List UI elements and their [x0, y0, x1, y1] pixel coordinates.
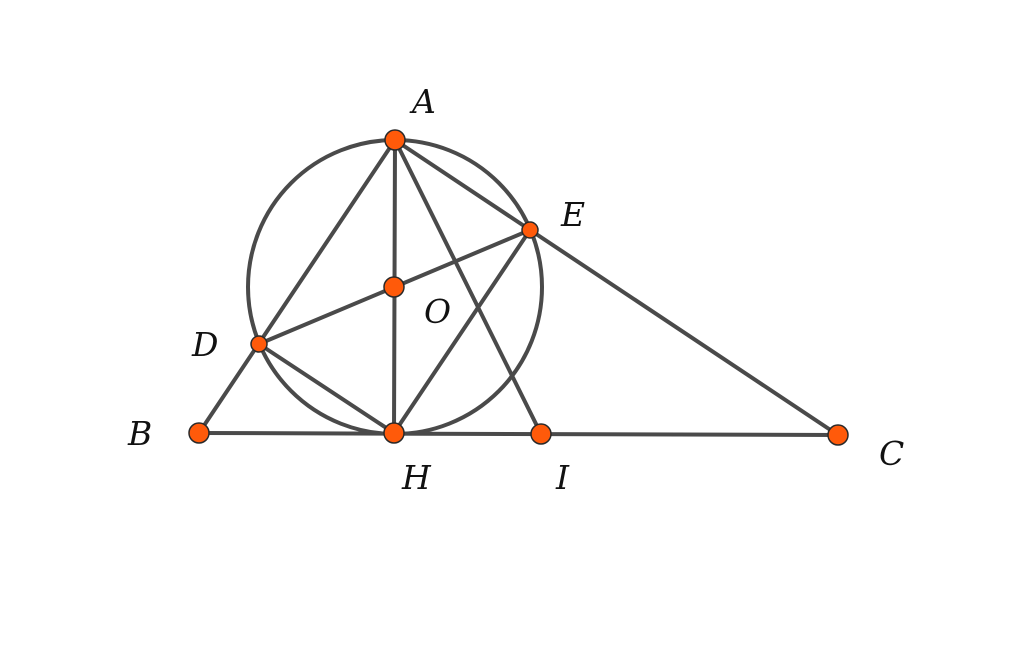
- point-o: [383, 276, 405, 298]
- segment-ac: [393, 138, 840, 437]
- point-e: [521, 221, 539, 239]
- label-d: D: [191, 325, 218, 364]
- segment-dh: [257, 342, 396, 435]
- label-i: I: [555, 458, 570, 497]
- point-b: [188, 422, 210, 444]
- point-i: [530, 423, 552, 445]
- label-a: A: [409, 82, 436, 121]
- point-c: [827, 424, 849, 446]
- segment-eh: [392, 228, 532, 435]
- label-h: H: [401, 458, 432, 497]
- label-c: C: [879, 434, 904, 473]
- segment-bc: [197, 431, 840, 437]
- segment-ai: [393, 138, 543, 436]
- label-e: E: [560, 195, 585, 234]
- point-h: [383, 422, 405, 444]
- label-o: O: [424, 292, 451, 331]
- point-d: [250, 335, 268, 353]
- label-b: B: [127, 414, 152, 453]
- segment-ab: [197, 138, 397, 435]
- point-a: [384, 129, 406, 151]
